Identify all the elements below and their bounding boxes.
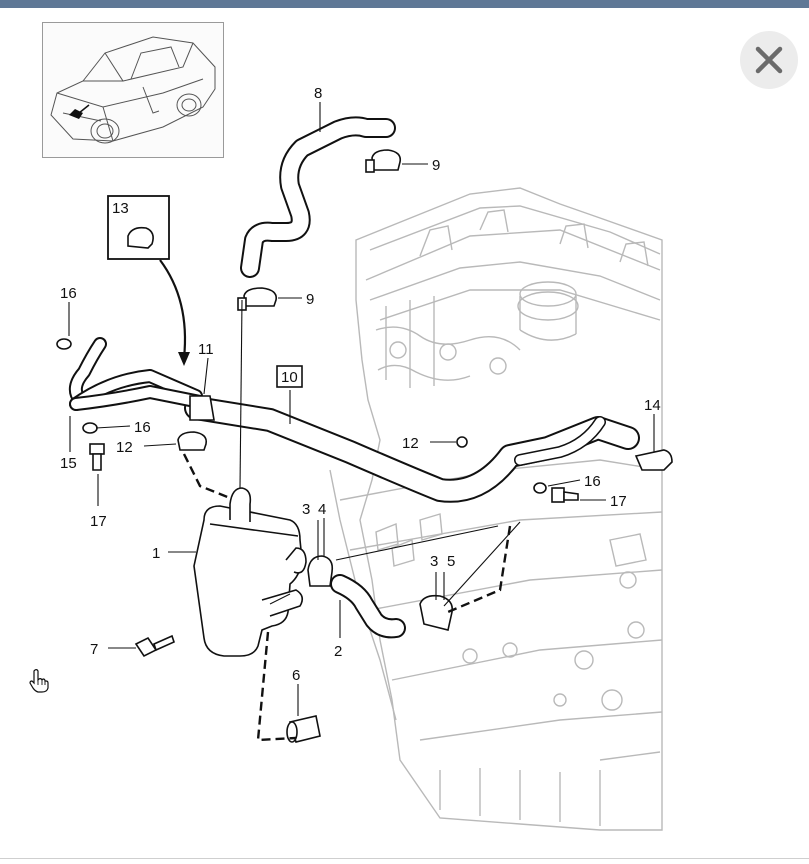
clamp-14 xyxy=(634,449,673,471)
callout-7: 7 xyxy=(90,641,98,658)
hand-pointer-icon xyxy=(28,668,50,694)
clamp-12-right xyxy=(456,436,468,448)
dash-line-1 xyxy=(182,453,231,500)
callout-13: 13 xyxy=(112,200,129,217)
clamp-5 xyxy=(419,594,454,631)
clamp-9-upper xyxy=(365,149,402,173)
callout-1: 1 xyxy=(152,545,160,562)
car-thumbnail-drawing xyxy=(50,36,216,144)
callout-4: 4 xyxy=(318,501,326,518)
guide-line-3 xyxy=(443,521,521,607)
bolt-7 xyxy=(134,634,175,658)
clamp-4 xyxy=(307,555,334,587)
callout-17-left: 17 xyxy=(90,513,107,530)
expansion-tank-1 xyxy=(193,487,307,657)
window-top-bar xyxy=(0,0,809,8)
arrow-13 xyxy=(159,259,187,359)
callout-10: 10 xyxy=(281,369,298,386)
callout-12-left: 12 xyxy=(116,439,133,456)
callout-9-lower: 9 xyxy=(306,291,314,308)
clamp-11 xyxy=(189,395,215,421)
callout-15: 15 xyxy=(60,455,77,472)
callout-9-upper: 9 xyxy=(432,157,440,174)
arrow-13-head xyxy=(178,352,190,366)
guide-line-2 xyxy=(335,525,499,561)
callout-8: 8 xyxy=(314,85,322,102)
bottom-divider xyxy=(0,858,809,859)
callout-3-left: 3 xyxy=(302,501,310,518)
clamp-13 xyxy=(107,195,170,260)
callout-10-box xyxy=(276,365,303,388)
washer-16-mid xyxy=(82,422,98,434)
hose-2 xyxy=(330,574,406,639)
bushing-6 xyxy=(286,715,321,743)
guide-line-1 xyxy=(239,299,243,489)
hose-8 xyxy=(240,116,396,278)
callout-16-right: 16 xyxy=(584,473,601,490)
hose-15 xyxy=(68,337,207,411)
callout-11: 11 xyxy=(198,341,214,358)
clamp-9-lower xyxy=(237,287,278,311)
callout-3-right: 3 xyxy=(430,553,438,570)
callout-14: 14 xyxy=(644,397,661,414)
callout-2: 2 xyxy=(334,643,342,660)
car-thumbnail xyxy=(42,22,224,158)
callout-17-right: 17 xyxy=(610,493,627,510)
bolt-17-left xyxy=(89,443,105,471)
hose-10 xyxy=(184,396,640,503)
callout-16-left: 16 xyxy=(60,285,77,302)
bolt-17-right xyxy=(551,487,579,503)
dash-line-2 xyxy=(256,631,297,742)
callout-6: 6 xyxy=(292,667,300,684)
dash-line-3 xyxy=(447,525,512,614)
close-button[interactable] xyxy=(740,31,798,89)
callout-5: 5 xyxy=(447,553,455,570)
callout-16-mid: 16 xyxy=(134,419,151,436)
callout-12-right: 12 xyxy=(402,435,419,452)
leader-lines xyxy=(68,102,655,716)
washer-16-right xyxy=(533,482,547,494)
washer-16-left xyxy=(56,338,72,350)
clamp-12-left xyxy=(177,431,208,451)
close-icon xyxy=(755,46,783,74)
